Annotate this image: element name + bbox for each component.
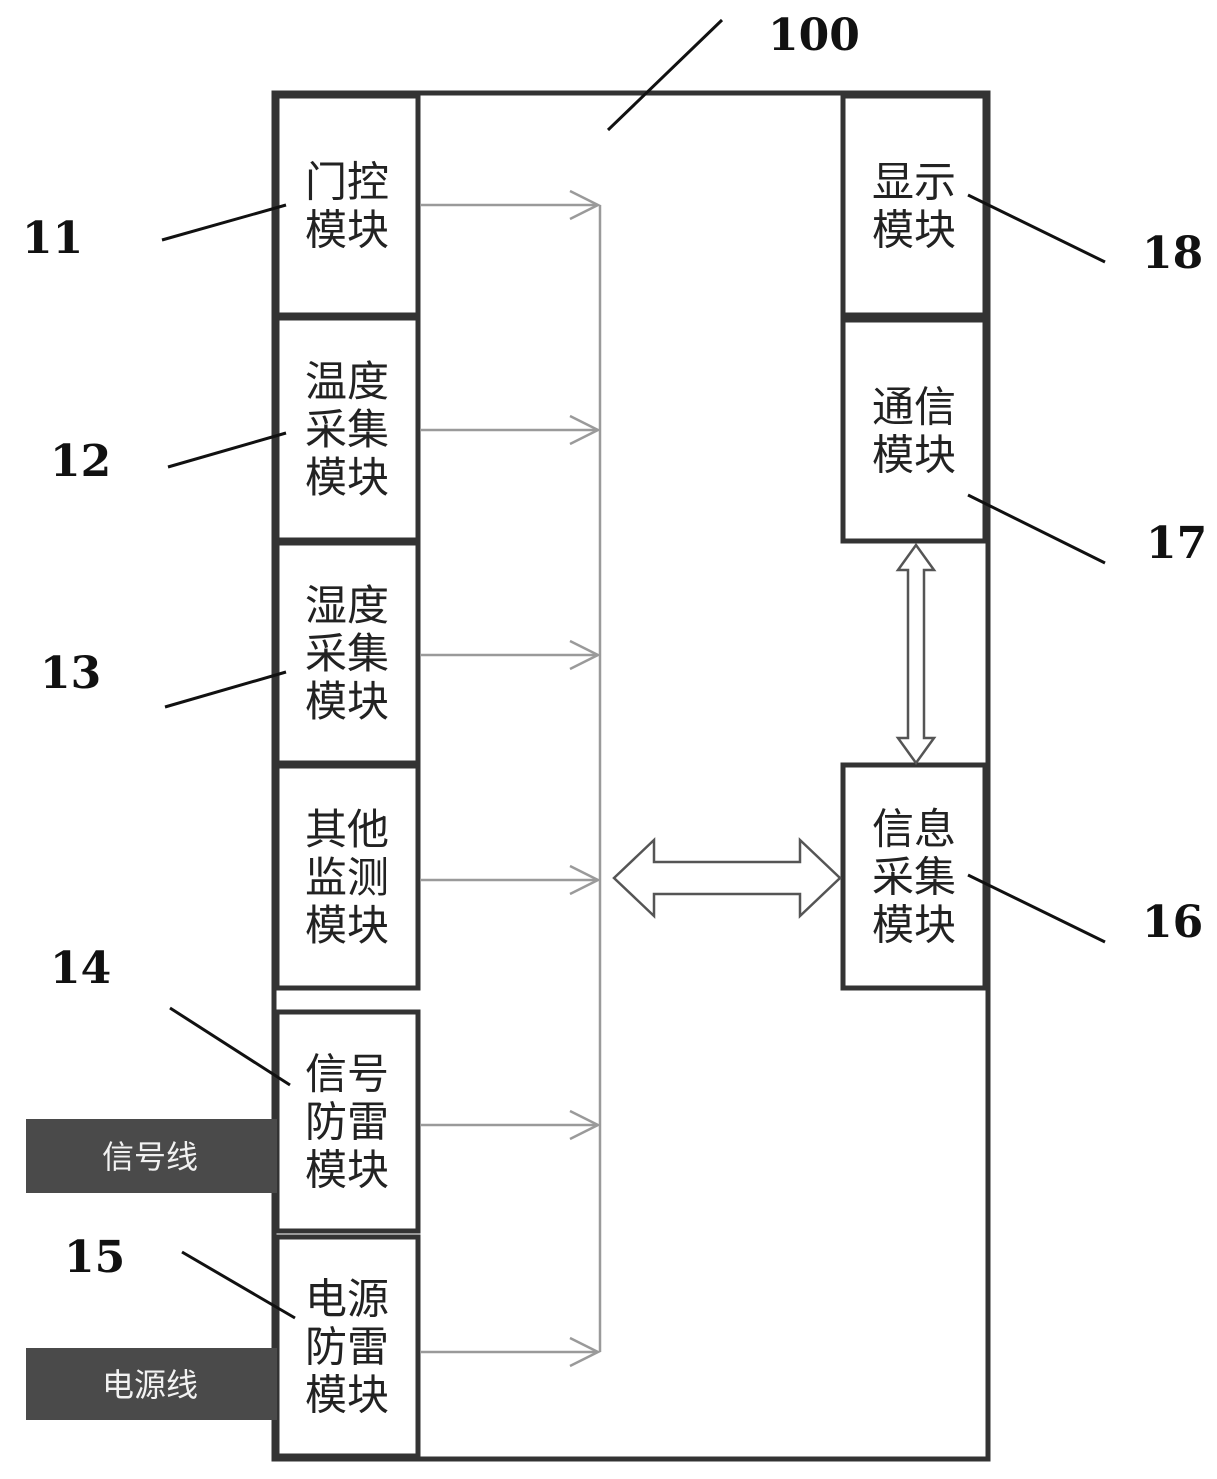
temperature-module-box (274, 315, 421, 543)
label-15: 15 (64, 1232, 125, 1283)
power-lightning-module-label-line: 防雷 (305, 1323, 389, 1372)
label-16: 16 (1142, 897, 1203, 948)
leader-15 (181, 1250, 296, 1320)
info-collect-module-label-line: 采集 (872, 853, 956, 902)
leader-13 (164, 670, 287, 709)
display-module-box (840, 93, 988, 318)
label-100: 100 (768, 10, 860, 61)
humidity-module-label-line: 湿度 (305, 581, 389, 630)
leader-100 (606, 18, 724, 132)
leader-16 (967, 873, 1106, 944)
power-wire-label: 电源线 (102, 1366, 198, 1404)
comm-module-box (840, 317, 988, 544)
other-monitor-module-box (274, 763, 421, 991)
label-12: 12 (50, 436, 111, 487)
door-control-module-label-line: 模块 (305, 206, 389, 255)
label-18: 18 (1142, 228, 1203, 279)
temperature-module-label-line: 采集 (305, 405, 389, 454)
display-module-label-line: 显示 (872, 158, 956, 207)
info-collect-module-label-line: 模块 (872, 901, 956, 950)
humidity-module-label-line: 采集 (305, 629, 389, 678)
other-monitor-module-label-line: 模块 (305, 901, 389, 950)
comm-module-label-line: 通信 (872, 383, 956, 432)
temperature-module-label-line: 温度 (305, 357, 389, 406)
label-14: 14 (50, 943, 111, 994)
door-control-module-box (274, 93, 421, 318)
double-arrow-vertical (895, 542, 937, 766)
signal-lightning-module-label-line: 模块 (305, 1146, 389, 1195)
info-collect-module-label-line: 信息 (872, 805, 956, 854)
power-lightning-module-label-line: 电源 (305, 1275, 389, 1324)
power-wire (26, 1348, 277, 1420)
leader-17 (967, 493, 1106, 565)
info-collect-module-box (840, 762, 988, 991)
signal-lightning-module-label-line: 防雷 (305, 1098, 389, 1147)
other-monitor-module-label-line: 其他 (305, 805, 389, 854)
label-11: 11 (22, 213, 83, 264)
signal-lightning-module-label-line: 信号 (305, 1050, 389, 1099)
leader-14 (169, 1006, 291, 1087)
arrow-power-lightning (420, 1336, 601, 1368)
label-13: 13 (40, 648, 101, 699)
arrow-temperature (420, 414, 601, 446)
leader-12 (167, 431, 287, 469)
arrow-humidity (420, 639, 601, 671)
signal-wire-label: 信号线 (102, 1138, 198, 1176)
other-monitor-module-label-line: 监测 (305, 853, 389, 902)
double-arrow-horizontal (612, 837, 842, 919)
humidity-module-label-line: 模块 (305, 677, 389, 726)
door-control-module-label-line: 门控 (305, 158, 389, 207)
signal-wire (26, 1119, 277, 1193)
display-module-label-line: 模块 (872, 206, 956, 255)
humidity-module-box (274, 540, 421, 766)
arrow-door (420, 189, 601, 221)
leader-11 (161, 203, 287, 242)
power-lightning-module-label-line: 模块 (305, 1371, 389, 1420)
leader-18 (967, 193, 1106, 264)
arrow-signal-lightning (420, 1109, 601, 1141)
power-lightning-module-box (274, 1234, 421, 1459)
arrow-other (420, 864, 601, 896)
label-17: 17 (1146, 518, 1207, 569)
temperature-module-label-line: 模块 (305, 453, 389, 502)
comm-module-label-line: 模块 (872, 431, 956, 480)
